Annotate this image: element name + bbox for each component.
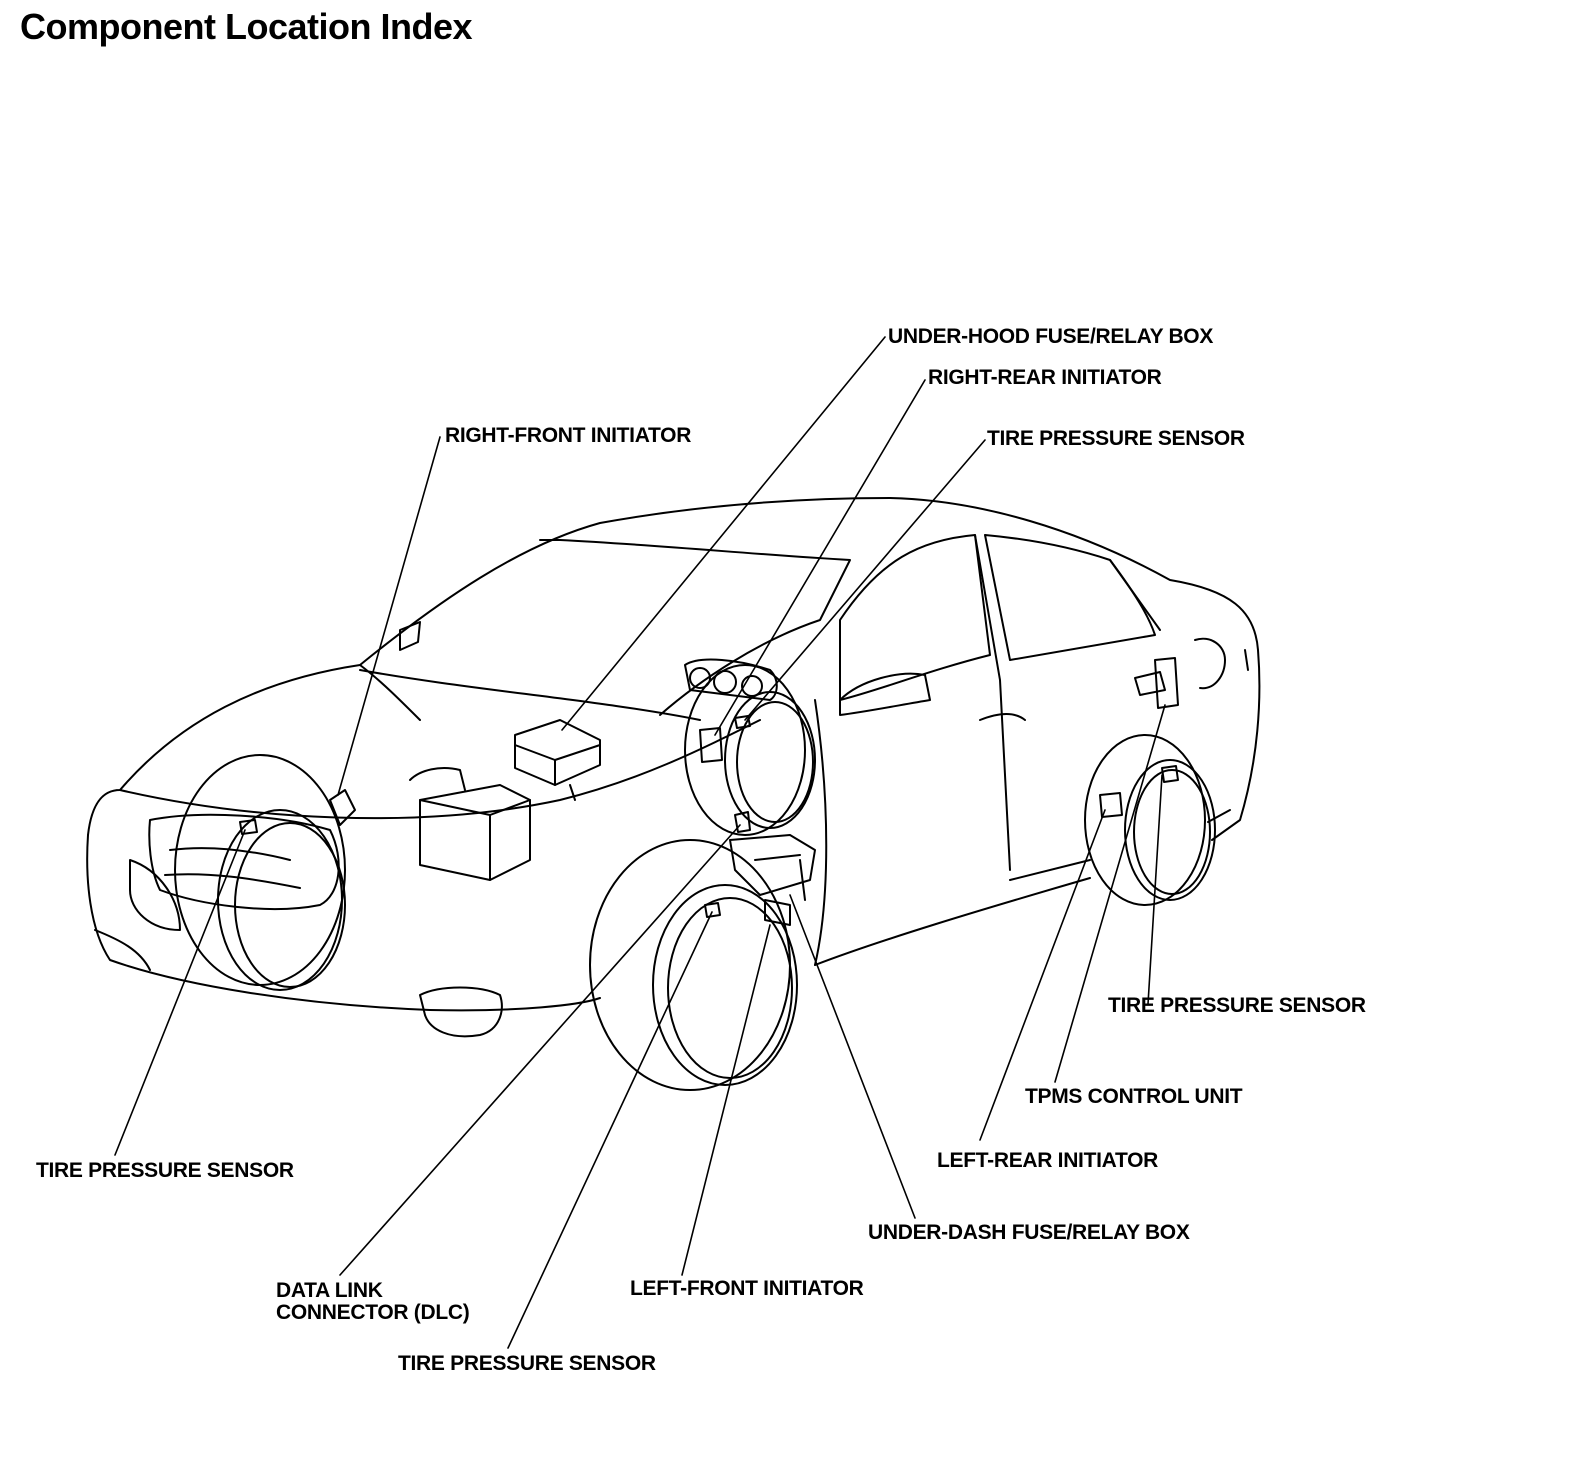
label-right-front-initiator: RIGHT-FRONT INITIATOR — [445, 424, 692, 447]
gauge-cluster — [684, 658, 778, 701]
front-grille — [148, 813, 340, 910]
leader-lines — [114, 336, 1166, 1349]
label-left-rear-initiator: LEFT-REAR INITIATOR — [937, 1149, 1159, 1172]
label-left-front-initiator: LEFT-FRONT INITIATOR — [630, 1277, 864, 1300]
battery — [409, 767, 531, 881]
left-rear-wheel — [1084, 734, 1216, 906]
left-front-wheel — [589, 839, 798, 1091]
label-under-hood-fuse-relay-box: UNDER-HOOD FUSE/RELAY BOX — [888, 325, 1214, 348]
label-data-link-connector-line1: DATA LINK — [276, 1279, 383, 1302]
label-tire-pressure-sensor-left-front: TIRE PRESSURE SENSOR — [398, 1352, 656, 1375]
label-right-rear-initiator: RIGHT-REAR INITIATOR — [928, 366, 1162, 389]
car-body-outline — [86, 497, 1261, 1038]
label-tire-pressure-sensor-left-rear: TIRE PRESSURE SENSOR — [1108, 994, 1366, 1017]
right-front-wheel — [174, 754, 346, 991]
label-tpms-control-unit: TPMS CONTROL UNIT — [1025, 1085, 1243, 1108]
under-dash-fuse-box — [729, 834, 816, 926]
label-tire-pressure-sensor-right-front: TIRE PRESSURE SENSOR — [36, 1159, 294, 1182]
right-rear-wheel — [684, 664, 816, 836]
initiators-and-sensors — [239, 657, 1179, 918]
label-under-dash-fuse-relay-box: UNDER-DASH FUSE/RELAY BOX — [868, 1221, 1190, 1244]
under-hood-fuse-box — [514, 719, 601, 801]
label-data-link-connector: DATA LINK CONNECTOR (DLC) — [276, 1279, 470, 1324]
label-data-link-connector-line2: CONNECTOR (DLC) — [276, 1301, 470, 1324]
label-tire-pressure-sensor-right-rear: TIRE PRESSURE SENSOR — [987, 427, 1245, 450]
page-title: Component Location Index — [20, 6, 473, 47]
